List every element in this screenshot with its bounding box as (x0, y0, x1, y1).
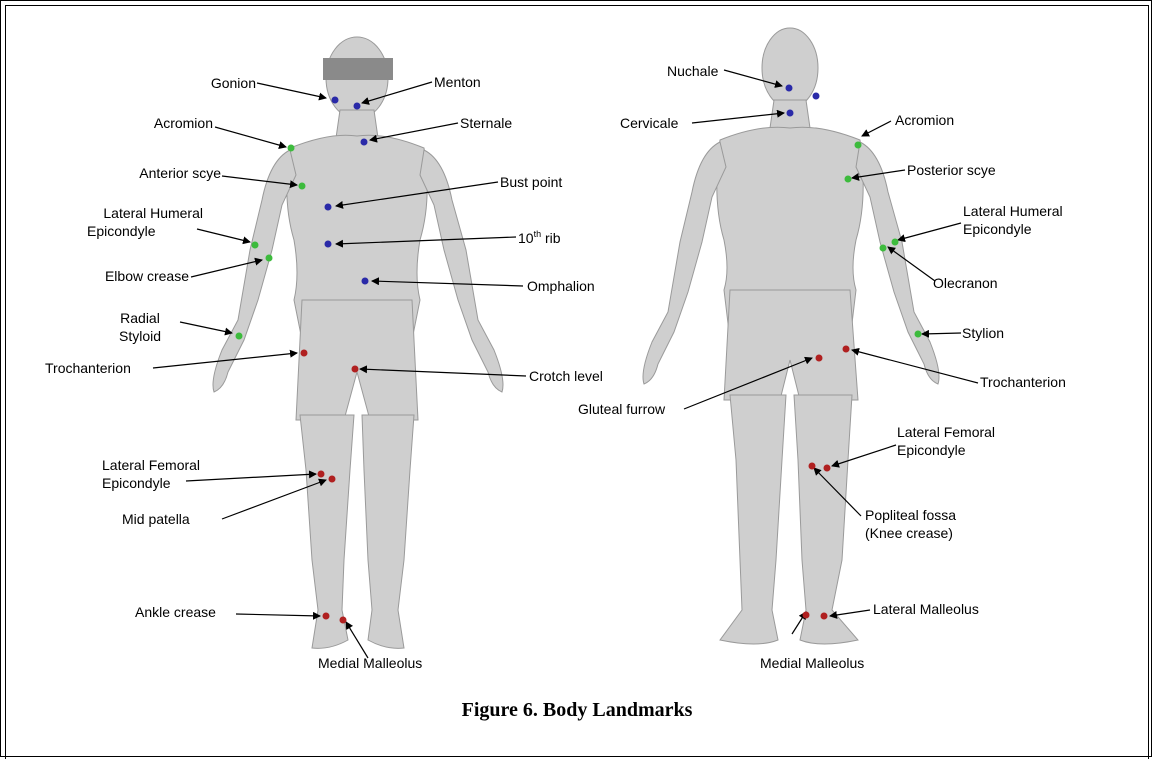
landmark-stylion (915, 331, 922, 338)
landmark-sternale (361, 139, 368, 146)
landmark-lateral-humeral-epicondyle (892, 239, 899, 246)
label-lateral-humeral-line2: Epicondyle (963, 221, 1032, 237)
landmark-lateral-malleolus (821, 613, 828, 620)
label-medial-malleolus: Medial Malleolus (760, 655, 864, 671)
label-acromion: Acromion (154, 115, 213, 131)
landmark-omphalion (362, 278, 369, 285)
landmark-radial-styloid (236, 333, 243, 340)
label-lateral-humeral-line2: Epicondyle (87, 223, 156, 239)
landmark-medial-malleolus (340, 617, 347, 624)
landmark-ankle-crease (323, 613, 330, 620)
label-menton: Menton (434, 74, 481, 90)
label-nuchale: Nuchale (667, 63, 719, 79)
landmark-trochanterion (843, 346, 850, 353)
label-tenth-rib: 10th rib (518, 229, 561, 246)
landmark-lateral-femoral-epicondyle (318, 471, 325, 478)
label-lateral-femoral-line1: Lateral Femoral (102, 457, 200, 473)
label-olecranon: Olecranon (933, 275, 998, 291)
landmark-crotch-level (352, 366, 359, 373)
label-gluteal-furrow: Gluteal furrow (578, 401, 666, 417)
label-omphalion: Omphalion (527, 278, 595, 294)
label-stylion: Stylion (962, 325, 1004, 341)
landmark-nuchale-side (813, 93, 820, 100)
label-cervicale: Cervicale (620, 115, 679, 131)
label-lateral-femoral-line2: Epicondyle (897, 442, 966, 458)
landmark-cervicale (787, 110, 794, 117)
label-elbow-crease: Elbow crease (105, 268, 189, 284)
landmark-bust-point (325, 204, 332, 211)
landmark-acromion (288, 145, 295, 152)
landmark-medial-malleolus (803, 612, 810, 619)
label-radial-styloid-line1: Radial (120, 310, 160, 326)
label-lateral-femoral-line1: Lateral Femoral (897, 424, 995, 440)
landmark-trochanterion (301, 350, 308, 357)
label-gonion: Gonion (211, 75, 256, 91)
landmark-lateral-femoral-epicondyle (824, 465, 831, 472)
landmark-gluteal-furrow (816, 355, 823, 362)
label-medial-malleolus: Medial Malleolus (318, 655, 422, 671)
label-acromion: Acromion (895, 112, 954, 128)
landmark-olecranon (880, 245, 887, 252)
landmark-tenth-rib (325, 241, 332, 248)
label-ankle-crease: Ankle crease (135, 604, 216, 620)
label-popliteal-fossa-line1: Popliteal fossa (865, 507, 956, 523)
label-anterior-scye: Anterior scye (139, 165, 221, 181)
label-sternale: Sternale (460, 115, 512, 131)
label-bust-point: Bust point (500, 174, 562, 190)
label-popliteal-fossa-line2: (Knee crease) (865, 525, 953, 541)
label-crotch-level: Crotch level (529, 368, 603, 384)
label-trochanterion: Trochanterion (980, 374, 1066, 390)
label-lateral-malleolus: Lateral Malleolus (873, 601, 979, 617)
label-mid-patella: Mid patella (122, 511, 190, 527)
landmark-nuchale (786, 85, 793, 92)
label-lateral-humeral-line1: Lateral Humeral (963, 203, 1063, 219)
landmark-gonion (332, 97, 339, 104)
landmark-acromion (855, 142, 862, 149)
figure-caption: Figure 6. Body Landmarks (462, 699, 693, 721)
label-radial-styloid-line2: Styloid (119, 328, 161, 344)
landmark-anterior-scye (299, 183, 306, 190)
label-lateral-humeral-line1: Lateral Humeral (103, 205, 203, 221)
tenth-rib-number: 10 (518, 230, 534, 246)
tenth-rib-suffix: rib (541, 230, 561, 246)
landmark-posterior-scye (845, 176, 852, 183)
label-trochanterion: Trochanterion (45, 360, 131, 376)
landmark-lateral-humeral-epicondyle (252, 242, 259, 249)
privacy-bar (323, 58, 393, 80)
label-lateral-femoral-line2: Epicondyle (102, 475, 171, 491)
tenth-rib-superscript: th (534, 229, 542, 239)
landmark-elbow-crease (266, 255, 273, 262)
landmark-menton (354, 103, 361, 110)
landmark-mid-patella (329, 476, 336, 483)
landmark-popliteal-fossa (809, 463, 816, 470)
label-posterior-scye: Posterior scye (907, 162, 996, 178)
